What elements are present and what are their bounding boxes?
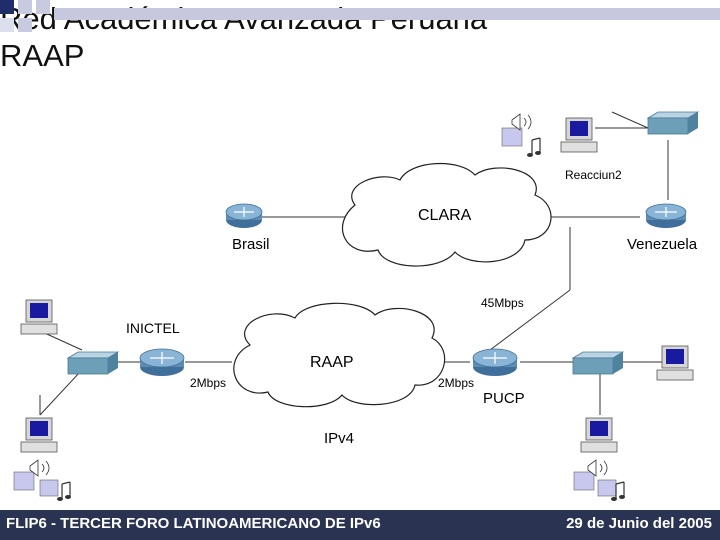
footer-event-title: FLIP6 - TERCER FORO LATINOAMERICANO DE I… <box>6 515 381 532</box>
label-2mbps-left: 2Mbps <box>190 376 227 390</box>
label-reacciun2: Reacciun2 <box>565 168 622 182</box>
label-clara: CLARA <box>418 207 472 224</box>
label-pucp: PUCP <box>483 390 525 407</box>
router-venezuela <box>645 203 687 228</box>
network-links <box>37 111 669 416</box>
multimedia-icon-right <box>573 459 625 501</box>
switch-reacciun2 <box>646 111 700 135</box>
switch-pucp <box>571 351 625 375</box>
workstation-right <box>656 345 694 381</box>
raap-cloud <box>233 302 446 408</box>
multimedia-icon-top <box>501 113 541 157</box>
clara-cloud <box>341 163 552 267</box>
label-brasil: Brasil <box>232 236 270 253</box>
router-inictel <box>139 348 185 376</box>
label-ipv4: IPv4 <box>324 430 355 447</box>
label-2mbps-right: 2Mbps <box>438 376 475 390</box>
router-brasil <box>225 203 263 228</box>
switch-inictel <box>66 351 120 375</box>
label-venezuela: Venezuela <box>627 236 698 253</box>
footer-date: 29 de Junio del 2005 <box>566 515 712 532</box>
slide-title-line2: RAAP <box>0 38 85 73</box>
footer-bar <box>0 510 720 540</box>
router-pucp <box>472 348 518 376</box>
label-inictel: INICTEL <box>126 320 180 336</box>
header-squares <box>0 0 720 32</box>
workstation-lower-right <box>580 417 618 453</box>
workstation-lower-left <box>20 417 58 453</box>
workstation-reacciun2 <box>560 117 598 153</box>
workstation-inictel <box>20 299 58 335</box>
label-45mbps: 45Mbps <box>481 296 524 310</box>
multimedia-icon-left <box>13 459 71 501</box>
label-raap: RAAP <box>310 354 354 371</box>
